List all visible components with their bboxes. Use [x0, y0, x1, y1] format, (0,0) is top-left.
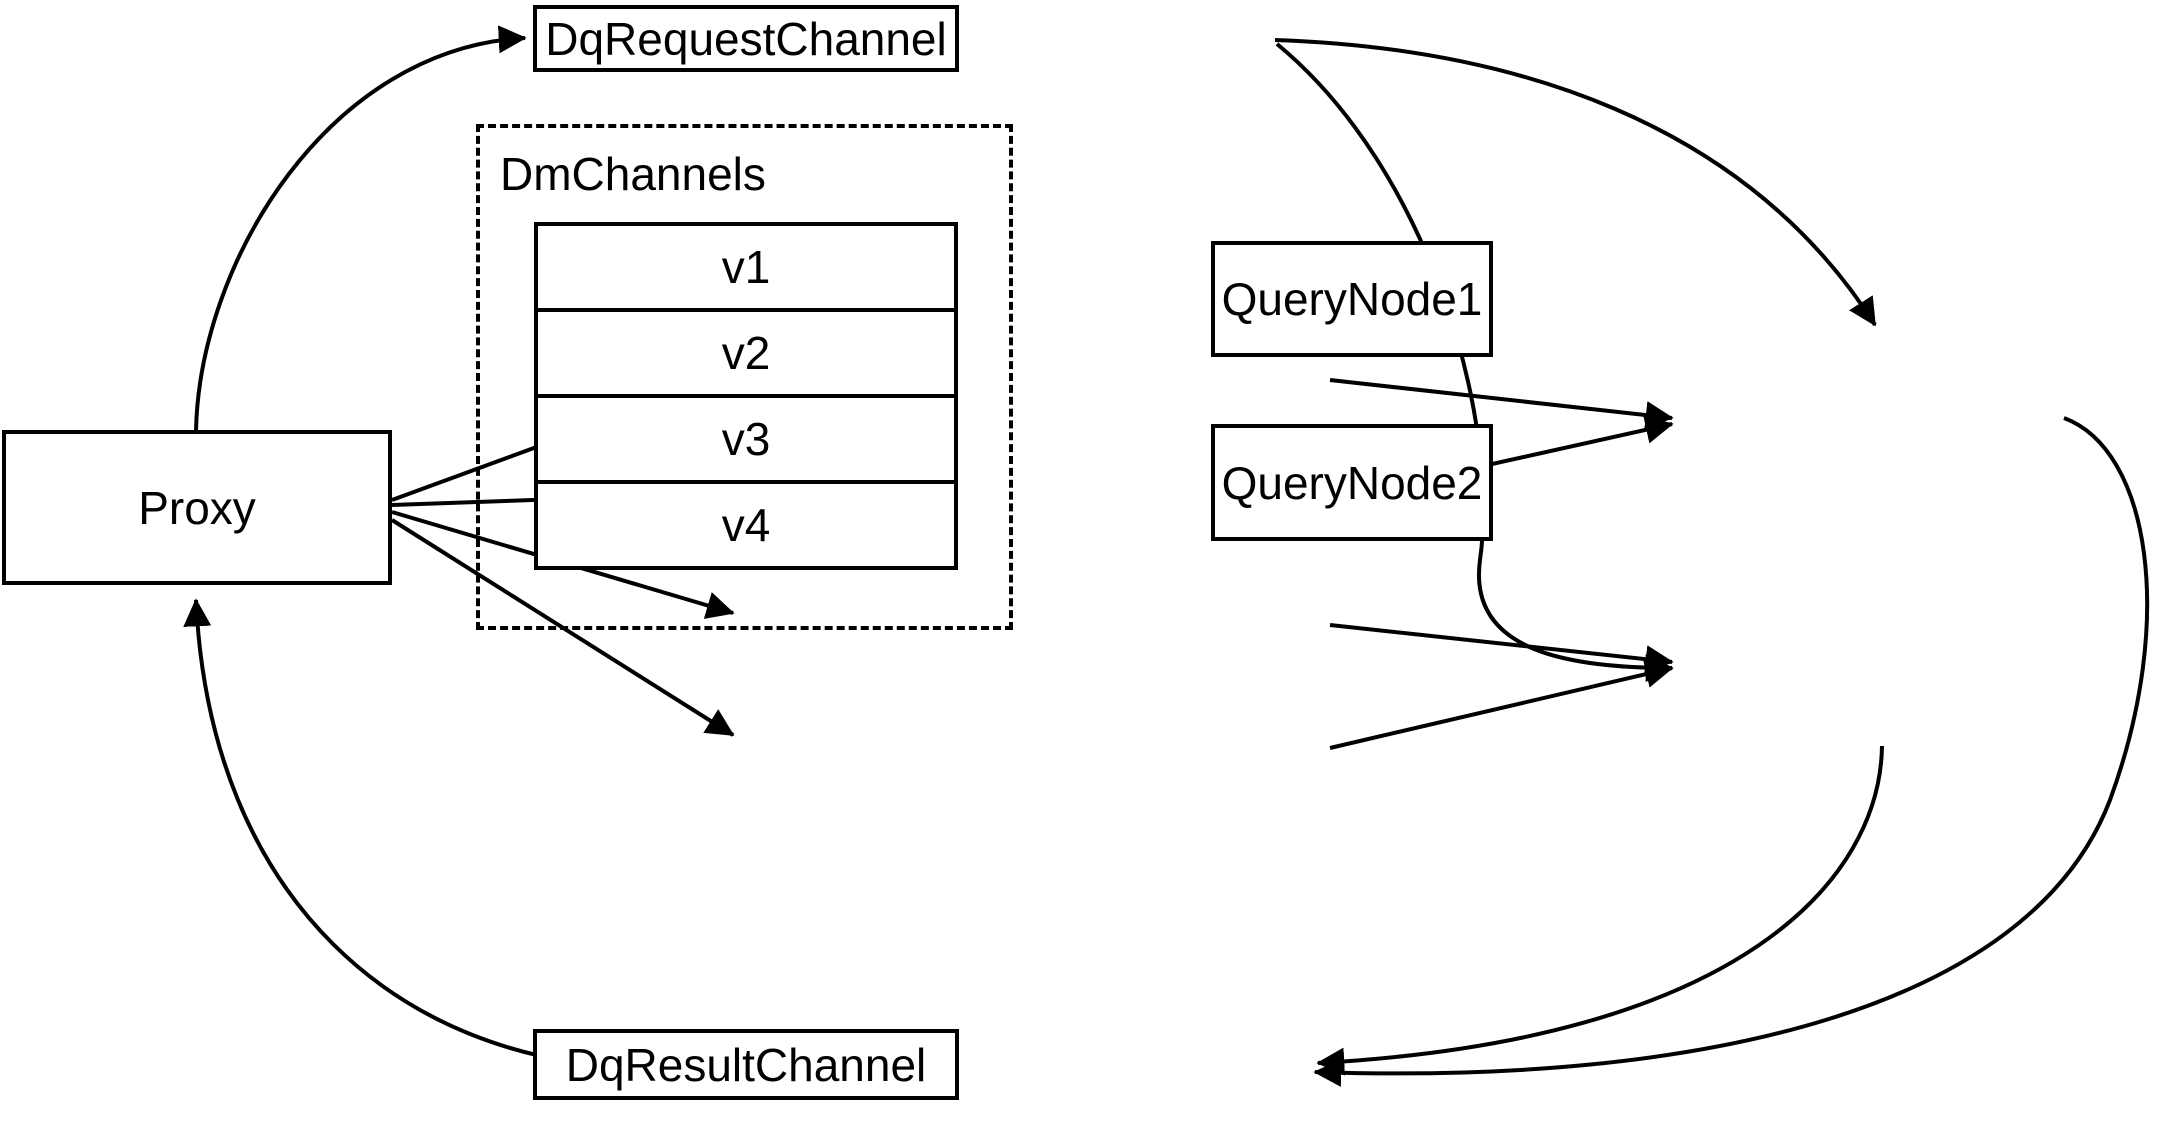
vchannel-label-v3: v3: [721, 413, 771, 465]
group-dm-channels: [476, 124, 1013, 630]
node-dq-request-channel-label: DqRequestChannel: [545, 12, 947, 65]
edge-dqresultchannel-to-proxy: [183, 598, 641, 1070]
edge-v4-to-querynode2: [1329, 660, 1674, 750]
node-query-node-1[interactable]: QueryNode1: [1211, 241, 1493, 357]
node-query-node-2-label: QueryNode2: [1221, 456, 1483, 509]
vchannel-label-v4: v4: [721, 499, 771, 551]
vchannel-label-v1: v1: [721, 241, 771, 293]
edge-v1-to-querynode1: [1329, 378, 1674, 430]
node-dq-result-channel[interactable]: DqResultChannel: [533, 1029, 959, 1100]
node-dq-request-channel[interactable]: DqRequestChannel: [533, 5, 959, 72]
node-query-node-1-label: QueryNode1: [1221, 273, 1483, 325]
edge-proxy-to-dqrequestchannel: [194, 25, 527, 431]
node-proxy[interactable]: Proxy: [2, 430, 392, 585]
vchannel-row-v4[interactable]: v4: [538, 484, 954, 566]
edge-v3-to-querynode2: [1329, 623, 1674, 674]
vchannel-row-v1[interactable]: v1: [538, 226, 954, 312]
vchannel-row-v3[interactable]: v3: [538, 398, 954, 484]
edge-dqrequestchannel-to-querynode1: [1274, 38, 1877, 327]
vchannel-label-v2: v2: [721, 327, 771, 379]
node-proxy-label: Proxy: [138, 481, 256, 534]
edge-querynode1-to-dqresultchannel: [1313, 416, 2150, 1087]
node-query-node-2[interactable]: QueryNode2: [1211, 424, 1493, 541]
node-dq-result-channel-label: DqResultChannel: [565, 1038, 927, 1091]
group-dm-channels-title: DmChannels: [500, 148, 766, 200]
edge-querynode2-to-dqresultchannel: [1316, 745, 1884, 1076]
vchannel-row-v2[interactable]: v2: [538, 312, 954, 398]
vchannel-list: v1 v2 v3 v4: [534, 222, 958, 570]
